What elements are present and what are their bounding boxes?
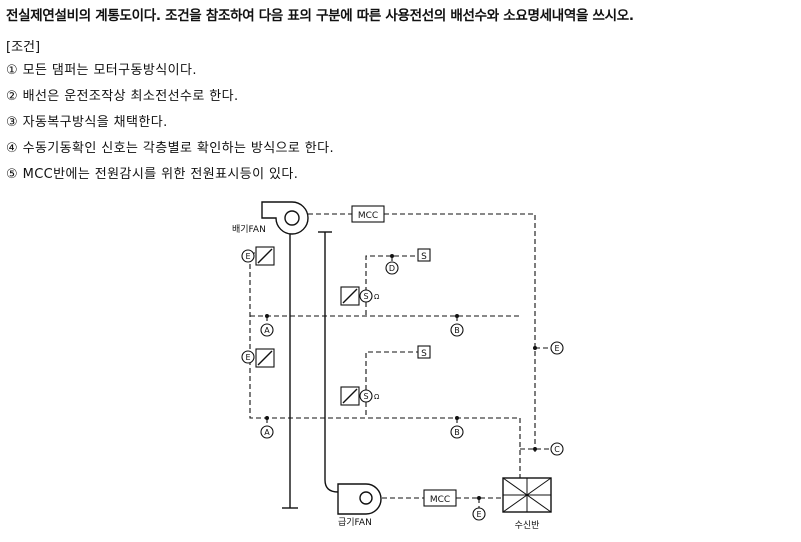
lower-b-label: B xyxy=(454,428,460,437)
supply-fan-label: 급기FAN xyxy=(338,517,372,528)
bottom-e-junction xyxy=(477,496,481,500)
exhaust-fan xyxy=(261,201,309,235)
upper-left-damper-slash xyxy=(257,248,273,264)
right-e-symbol xyxy=(550,341,564,355)
mcc-label-bottom: MCC xyxy=(430,495,450,505)
lower-b-symbol xyxy=(450,425,464,439)
upper-b-symbol xyxy=(450,323,464,337)
upper-a-junction xyxy=(265,314,269,318)
lower-left-damper-slash xyxy=(257,350,273,366)
lower-smoke-detector xyxy=(417,345,431,359)
upper-ohm-mark: Ω xyxy=(374,293,380,301)
upper-smoke-detector-label: S xyxy=(421,252,427,262)
bottom-e-label: E xyxy=(476,510,481,519)
lower-a-symbol xyxy=(260,425,274,439)
d-label: D xyxy=(389,264,395,273)
upper-detector-wire xyxy=(365,255,418,300)
bottom-e-symbol xyxy=(472,507,486,521)
condition-1: ① 모든 댐퍼는 모터구동방식이다. xyxy=(6,63,197,78)
upper-d-junction xyxy=(390,254,394,258)
condition-5: ⑤ MCC반에는 전원감시를 위한 전원표시등이 있다. xyxy=(6,167,299,182)
c-label: C xyxy=(554,445,560,454)
lower-detector-wire xyxy=(365,351,418,390)
upper-right-damper-slash xyxy=(342,288,358,304)
condition-2: ② 배선은 운전조작상 최소전선수로 한다. xyxy=(6,89,239,104)
lower-ohm-mark: Ω xyxy=(374,393,380,401)
upper-a-label: A xyxy=(264,326,270,335)
upper-left-e-label: E xyxy=(245,252,250,261)
lower-left-e-label: E xyxy=(245,353,250,362)
exhaust-fan-label: 배기FAN xyxy=(232,224,266,235)
lower-right-damper-slash xyxy=(342,388,358,404)
lower-a-junction xyxy=(265,416,269,420)
lower-a-label: A xyxy=(264,428,270,437)
lower-left-e-symbol xyxy=(241,350,255,364)
right-e-junction xyxy=(533,346,537,350)
condition-3: ③ 자동복구방식을 채택한다. xyxy=(6,115,168,130)
upper-left-e-symbol xyxy=(241,249,255,263)
question-text: 전실제연설비의 계통도이다. 조건을 참조하여 다음 표의 구분에 따른 사용전… xyxy=(6,8,634,24)
c-junction xyxy=(533,447,537,451)
lower-smoke-detector-label: S xyxy=(421,349,427,359)
conditions-title: [조건] xyxy=(6,40,41,55)
upper-a-symbol xyxy=(260,323,274,337)
mcc-top-wire xyxy=(384,213,536,455)
receiver-panel xyxy=(502,477,552,513)
supply-duct xyxy=(324,479,339,493)
upper-s-label: S xyxy=(363,292,368,301)
lower-b-junction xyxy=(455,416,459,420)
receiver-label: 수신반 xyxy=(515,520,540,531)
right-e-label: E xyxy=(554,344,559,353)
mcc-label-top: MCC xyxy=(358,211,378,221)
lower-s-label: S xyxy=(363,392,368,401)
upper-smoke-detector xyxy=(417,248,431,262)
d-symbol xyxy=(385,261,399,275)
condition-4: ④ 수동기동확인 신호는 각층별로 확인하는 방식으로 한다. xyxy=(6,141,335,156)
c-symbol xyxy=(550,442,564,456)
upper-b-junction xyxy=(455,314,459,318)
supply-fan xyxy=(337,483,382,515)
upper-b-label: B xyxy=(454,326,460,335)
